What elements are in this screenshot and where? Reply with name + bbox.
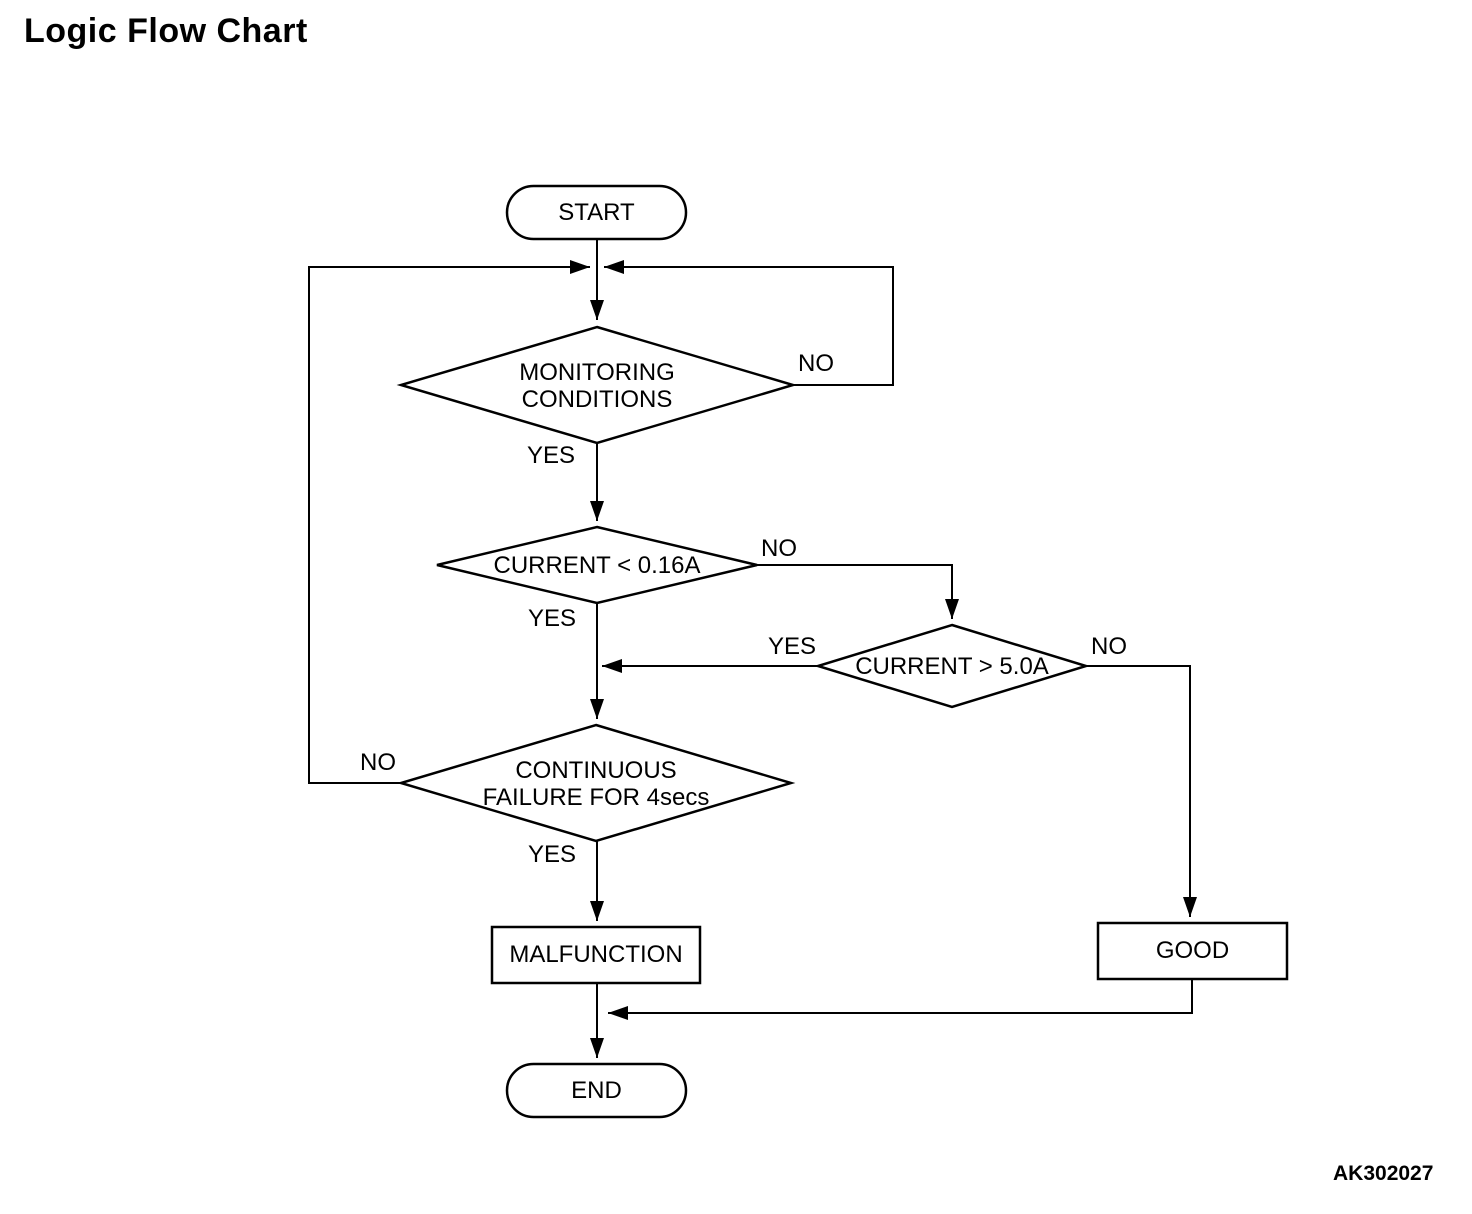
malfunction-box-shape — [490, 925, 702, 985]
edge-current-low-no — [757, 564, 959, 619]
good-box-label: GOOD — [1155, 937, 1230, 964]
edge-continuous-no-loop — [308, 260, 590, 784]
page-title: Logic Flow Chart — [24, 12, 308, 50]
continuous-failure-label: CONTINUOUS FAILURE FOR 4secs — [416, 757, 776, 811]
current-above-50-no-label: NO — [1091, 633, 1127, 660]
current-above-50-diamond-shape — [813, 623, 1091, 709]
end-node-shape — [505, 1062, 688, 1119]
monitoring-conditions-line1: MONITORING — [519, 359, 675, 386]
current-above-50-yes-label: YES — [768, 633, 817, 660]
current-below-016-diamond-shape — [436, 525, 758, 605]
monitoring-no-label: NO — [798, 350, 834, 377]
continuous-failure-line1: CONTINUOUS — [515, 757, 677, 784]
current-below-016-yes-label: YES — [528, 605, 577, 632]
start-node-shape — [505, 184, 688, 241]
current-above-50-label: CURRENT > 5.0A — [855, 653, 1049, 680]
monitoring-conditions-label: MONITORING CONDITIONS — [447, 359, 747, 413]
malfunction-box-label: MALFUNCTION — [509, 941, 683, 968]
edges — [308, 239, 1197, 1058]
start-node-label: START — [558, 198, 635, 226]
continuous-failure-diamond-shape — [396, 723, 796, 843]
continuous-failure-no-label: NO — [360, 749, 396, 776]
edge-good-merge — [608, 979, 1193, 1020]
edge-monitoring-no-loop — [604, 260, 894, 386]
continuous-failure-yes-label: YES — [528, 841, 577, 868]
monitoring-conditions-line2: CONDITIONS — [521, 386, 673, 413]
node-shapes — [396, 184, 1289, 1119]
monitoring-yes-label: YES — [527, 442, 576, 469]
figure-code: AK302027 — [1333, 1162, 1434, 1185]
good-box-shape — [1096, 921, 1289, 981]
current-below-016-no-label: NO — [761, 535, 797, 562]
current-below-016-label: CURRENT < 0.16A — [493, 552, 701, 579]
continuous-failure-line2: FAILURE FOR 4secs — [482, 784, 710, 811]
end-node-label: END — [571, 1076, 622, 1104]
monitoring-conditions-diamond-shape — [396, 325, 798, 445]
edge-current-high-no — [1086, 665, 1197, 917]
